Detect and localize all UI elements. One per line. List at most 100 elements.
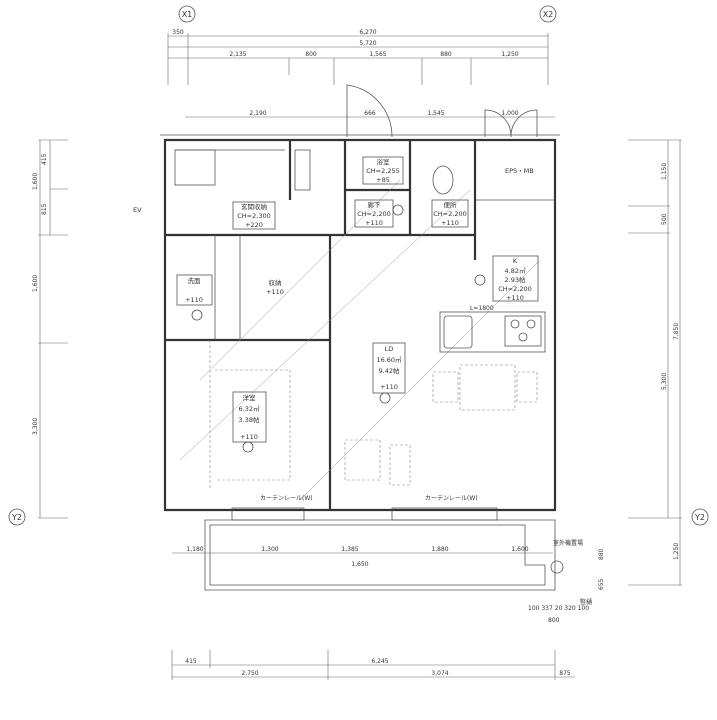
bottom-dimensions: 415 6,245 2,750 3,074 875 bbox=[171, 650, 575, 680]
svg-text:1,565: 1,565 bbox=[369, 51, 386, 58]
svg-text:1,880: 1,880 bbox=[431, 546, 448, 553]
room-kitchen: K 4.82㎡ 2.93帖 CH=2,200 +110 bbox=[492, 255, 539, 302]
room-wash: 洗面 +110 bbox=[176, 274, 213, 306]
ev-label: EV bbox=[133, 206, 142, 214]
svg-text:3.38帖: 3.38帖 bbox=[239, 415, 260, 424]
svg-text:880: 880 bbox=[440, 51, 452, 58]
grid-bubble-y2-left: Y2 bbox=[8, 508, 26, 526]
svg-text:洗面: 洗面 bbox=[188, 276, 202, 285]
svg-text:500: 500 bbox=[661, 213, 668, 225]
room-ld: LD 16.60㎡ 9.42帖 +110 bbox=[372, 342, 406, 394]
svg-text:800: 800 bbox=[305, 51, 317, 58]
eps-door-swing bbox=[484, 109, 538, 138]
svg-text:415: 415 bbox=[185, 658, 197, 665]
svg-text:+110: +110 bbox=[380, 383, 398, 391]
right-dimensions: 1,150 500 7,850 5,300 1,250 bbox=[628, 139, 682, 586]
kitchen-counter bbox=[439, 311, 546, 353]
room-entrance-storage: 玄関収納 CH=2,300 +220 bbox=[232, 201, 276, 230]
svg-text:875: 875 bbox=[559, 670, 571, 677]
svg-text:2,135: 2,135 bbox=[229, 51, 246, 58]
room-wc: 便所 CH=2,200 +110 bbox=[431, 199, 469, 228]
ceiling-vents bbox=[191, 204, 486, 453]
svg-text:1,250: 1,250 bbox=[501, 51, 518, 58]
svg-text:800: 800 bbox=[548, 617, 560, 624]
svg-text:6,245: 6,245 bbox=[371, 658, 388, 665]
svg-text:1,250: 1,250 bbox=[673, 543, 680, 560]
svg-text:CH=2,300: CH=2,300 bbox=[237, 212, 270, 220]
svg-text:+110: +110 bbox=[240, 433, 258, 441]
svg-text:4.82㎡: 4.82㎡ bbox=[505, 266, 526, 275]
svg-text:X2: X2 bbox=[543, 10, 554, 19]
eps-label: EPS・MB bbox=[505, 167, 534, 175]
svg-text:1,600: 1,600 bbox=[32, 173, 39, 190]
svg-text:+110: +110 bbox=[441, 219, 459, 227]
svg-text:Y2: Y2 bbox=[11, 513, 22, 522]
grid-bubble-x2: X2 bbox=[539, 5, 557, 23]
svg-text:1,545: 1,545 bbox=[427, 110, 444, 117]
svg-text:浴室: 浴室 bbox=[377, 157, 391, 166]
svg-text:洋室: 洋室 bbox=[243, 393, 257, 402]
svg-text:+110: +110 bbox=[266, 288, 284, 296]
svg-text:収納: 収納 bbox=[269, 278, 282, 287]
svg-text:CH=2,200: CH=2,200 bbox=[433, 210, 466, 218]
svg-text:CH=2,200: CH=2,200 bbox=[357, 210, 390, 218]
svg-text:666: 666 bbox=[364, 110, 376, 117]
grid-bubble-x1: X1 bbox=[178, 5, 196, 23]
svg-text:415: 415 bbox=[41, 153, 48, 165]
svg-text:2,750: 2,750 bbox=[241, 670, 258, 677]
svg-text:6,270: 6,270 bbox=[359, 29, 376, 36]
svg-text:16.60㎡: 16.60㎡ bbox=[376, 355, 402, 364]
svg-text:LD: LD bbox=[385, 345, 394, 353]
svg-text:2.93帖: 2.93帖 bbox=[505, 275, 526, 284]
furniture bbox=[344, 364, 538, 486]
svg-text:CH=2,255: CH=2,255 bbox=[366, 167, 399, 175]
svg-text:3,074: 3,074 bbox=[431, 670, 448, 677]
room-western: 洋室 6.32㎡ 3.38帖 +110 bbox=[232, 391, 267, 443]
svg-text:廊下: 廊下 bbox=[368, 200, 382, 209]
svg-text:+85: +85 bbox=[376, 176, 390, 184]
curtain-rail-2: カーテンレール(W) bbox=[425, 495, 478, 502]
counter-length: L=1800 bbox=[470, 305, 494, 312]
grid-bubble-y2-right: Y2 bbox=[691, 508, 709, 526]
svg-text:9.42帖: 9.42帖 bbox=[379, 366, 400, 375]
svg-text:655: 655 bbox=[598, 578, 605, 590]
svg-text:1,600: 1,600 bbox=[511, 546, 528, 553]
svg-text:1,000: 1,000 bbox=[501, 110, 518, 117]
toilet-icon bbox=[432, 165, 454, 195]
svg-text:便所: 便所 bbox=[444, 200, 458, 209]
room-hall: 廊下 CH=2,200 +110 bbox=[354, 199, 394, 228]
svg-text:1,385: 1,385 bbox=[341, 546, 358, 553]
svg-text:1,600: 1,600 bbox=[32, 275, 39, 292]
svg-text:+110: +110 bbox=[506, 294, 524, 302]
svg-text:3,300: 3,300 bbox=[32, 418, 39, 435]
svg-text:5,300: 5,300 bbox=[661, 373, 668, 390]
svg-text:+110: +110 bbox=[185, 296, 203, 304]
room-closet: 収納 +110 bbox=[266, 278, 284, 296]
svg-text:6.32㎡: 6.32㎡ bbox=[239, 404, 260, 413]
svg-text:5,720: 5,720 bbox=[359, 40, 376, 47]
svg-text:100 337 20 320 100: 100 337 20 320 100 bbox=[528, 605, 589, 612]
walls bbox=[160, 134, 560, 512]
svg-text:350: 350 bbox=[172, 29, 184, 36]
entrance-door-swing bbox=[346, 84, 393, 138]
svg-text:CH=2,200: CH=2,200 bbox=[498, 285, 531, 293]
svg-text:2,190: 2,190 bbox=[249, 110, 266, 117]
svg-text:815: 815 bbox=[41, 203, 48, 215]
top-dimensions: 350 6,270 5,720 2,135 800 1,565 880 1,25… bbox=[167, 29, 555, 118]
svg-text:1,150: 1,150 bbox=[661, 163, 668, 180]
svg-text:+110: +110 bbox=[365, 219, 383, 227]
curtain-rail-1: カーテンレール(W) bbox=[260, 495, 313, 502]
svg-text:Y2: Y2 bbox=[694, 513, 705, 522]
diagonal-hatch bbox=[179, 179, 541, 501]
svg-text:K: K bbox=[513, 257, 518, 265]
svg-text:1,180: 1,180 bbox=[186, 546, 203, 553]
balcony: 1,180 1,300 1,385 1,880 1,600 1,650 室外機置… bbox=[172, 519, 605, 624]
left-dimensions: 415 815 1,600 1,600 3,300 bbox=[32, 139, 68, 519]
svg-text:室外機置場: 室外機置場 bbox=[553, 539, 583, 547]
svg-text:7,850: 7,850 bbox=[673, 323, 680, 340]
svg-text:1,650: 1,650 bbox=[351, 561, 368, 568]
room-bath: 浴室 CH=2,255 +85 bbox=[362, 156, 404, 185]
svg-text:X1: X1 bbox=[182, 10, 193, 19]
svg-text:+220: +220 bbox=[245, 221, 263, 229]
